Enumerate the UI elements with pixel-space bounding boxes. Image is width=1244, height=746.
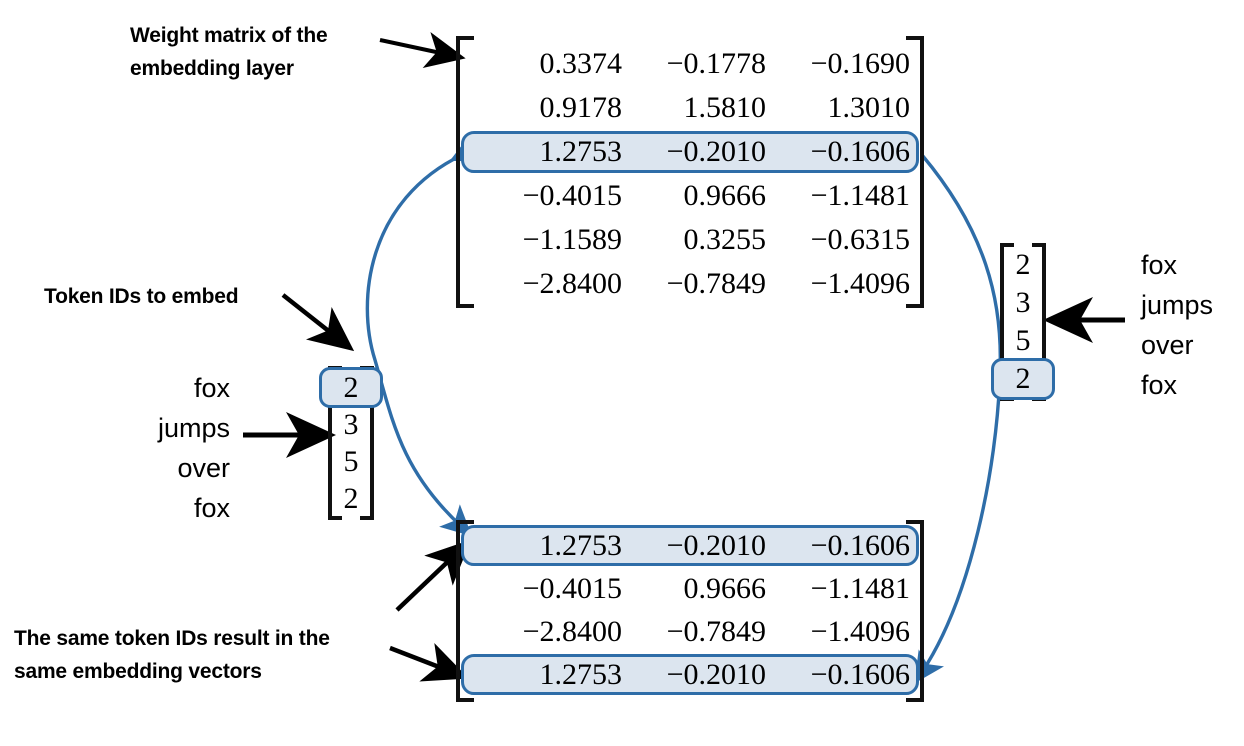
matrix-cell: −0.1606	[810, 528, 910, 562]
matrix-cell: 0.9666	[683, 179, 767, 212]
matrix-cell: −0.1778	[666, 47, 766, 80]
matrix-cell: −0.1606	[810, 135, 910, 168]
matrix-cell: −0.7849	[666, 267, 766, 300]
matrix-cell: −0.4015	[522, 179, 622, 212]
token-id-row: 5	[1010, 322, 1036, 360]
matrix-row: −2.8400 −0.7849 −1.4096	[470, 610, 910, 653]
matrix-cell: 0.3374	[539, 47, 623, 80]
token-id-value: 3	[1015, 286, 1031, 319]
token-id-row: 3	[1010, 284, 1036, 322]
matrix-row: 1.2753 −0.2010 −0.1606	[461, 653, 919, 696]
matrix-cell: −1.1589	[522, 223, 622, 256]
word-item: jumps	[157, 413, 230, 443]
matrix-cell: −0.1690	[810, 47, 910, 80]
matrix-row: −0.4015 0.9666 −1.1481	[470, 174, 910, 218]
embedding-output-matrix: 1.2753 −0.2010 −0.1606 −0.4015 0.9666 −1.1481…	[456, 520, 924, 702]
matrix-cell: 1.2753	[539, 657, 623, 691]
matrix-bracket-left	[456, 520, 474, 702]
matrix-bracket-left	[456, 36, 474, 308]
matrix-cell: −0.2010	[666, 528, 766, 562]
arrow-caption-to-row1-icon	[395, 539, 472, 612]
matrix-cell: −1.1481	[810, 571, 910, 605]
matrix-row: 0.3374 −0.1778 −0.1690	[470, 42, 911, 86]
highlighted-row-box	[461, 654, 919, 695]
token-id-value: 2	[1015, 248, 1031, 281]
same-embeddings-annotation: The same token IDs result in the same em…	[14, 627, 330, 683]
highlighted-row-box	[461, 131, 919, 173]
matrix-cell: 1.3010	[827, 91, 911, 124]
reference-token-id-column: 2 3 5 2	[991, 243, 1055, 401]
matrix-cell: 1.5810	[683, 91, 767, 124]
matrix-cell: −1.4096	[810, 267, 910, 300]
matrix-row: 1.2753 −0.2010 −0.1606	[461, 524, 919, 567]
input-token-words: fox jumps over fox	[100, 368, 230, 528]
token-id-value: 2	[343, 370, 359, 404]
token-id-row: 3	[338, 406, 364, 443]
matrix-cell: −2.8400	[522, 614, 622, 648]
highlighted-token-box	[319, 367, 383, 408]
matrix-row: −2.8400 −0.7849 −1.4096	[470, 262, 910, 306]
matrix-cell: −0.7849	[666, 614, 766, 648]
word-item: over	[1141, 330, 1194, 360]
matrix-cell: 1.2753	[539, 528, 623, 562]
curve-right-connector	[914, 153, 1003, 684]
token-id-value: 5	[1015, 324, 1031, 357]
matrix-cell: −0.6315	[810, 223, 910, 256]
token-ids-annotation: Token IDs to embed	[44, 285, 239, 308]
token-id-value: 2	[1015, 362, 1031, 395]
matrix-bracket-right	[906, 520, 924, 702]
matrix-row: 1.2753 −0.2010 −0.1606	[461, 130, 919, 174]
token-id-value: 5	[343, 444, 359, 478]
matrix-row: −1.1589 0.3255 −0.6315	[470, 218, 910, 262]
word-item: fox	[193, 493, 230, 523]
token-id-value: 3	[343, 407, 359, 441]
matrix-cell: −2.8400	[522, 267, 622, 300]
matrix-cell: −1.4096	[810, 614, 910, 648]
reference-token-words: fox jumps over fox	[1141, 245, 1244, 405]
matrix-cell: 0.3255	[683, 223, 767, 256]
highlighted-row-box	[461, 525, 919, 566]
word-item: fox	[1141, 250, 1178, 280]
token-id-value: 2	[343, 481, 359, 515]
word-item: jumps	[1141, 290, 1214, 320]
token-id-row: 5	[338, 443, 364, 480]
token-id-row: 2	[1010, 246, 1036, 284]
matrix-cell: 1.2753	[539, 135, 623, 168]
matrix-cell: −0.4015	[522, 571, 622, 605]
matrix-cell: 0.9666	[683, 571, 767, 605]
highlighted-token-box	[991, 358, 1055, 400]
token-id-row: 2	[991, 358, 1055, 400]
matrix-row: −0.4015 0.9666 −1.1481	[470, 567, 910, 610]
matrix-cell: −0.2010	[666, 657, 766, 691]
word-item: fox	[193, 373, 230, 403]
weight-matrix-annotation: Weight matrix of the embedding layer	[130, 24, 328, 80]
matrix-cell: −0.2010	[666, 135, 766, 168]
curve-left-connector	[365, 133, 484, 537]
matrix-row: 0.9178 1.5810 1.3010	[470, 86, 911, 130]
token-id-row: 2	[319, 367, 383, 408]
matrix-cell: −1.1481	[810, 179, 910, 212]
matrix-cell: −0.1606	[810, 657, 910, 691]
embedding-weight-matrix: 0.3374 −0.1778 −0.1690 0.9178 1.5810 1.3010 1.…	[456, 36, 924, 308]
word-item: over	[177, 453, 230, 483]
token-id-row: 2	[338, 480, 364, 517]
matrix-bracket-right	[906, 36, 924, 308]
word-item: fox	[1141, 370, 1178, 400]
matrix-cell: 0.9178	[539, 91, 623, 124]
